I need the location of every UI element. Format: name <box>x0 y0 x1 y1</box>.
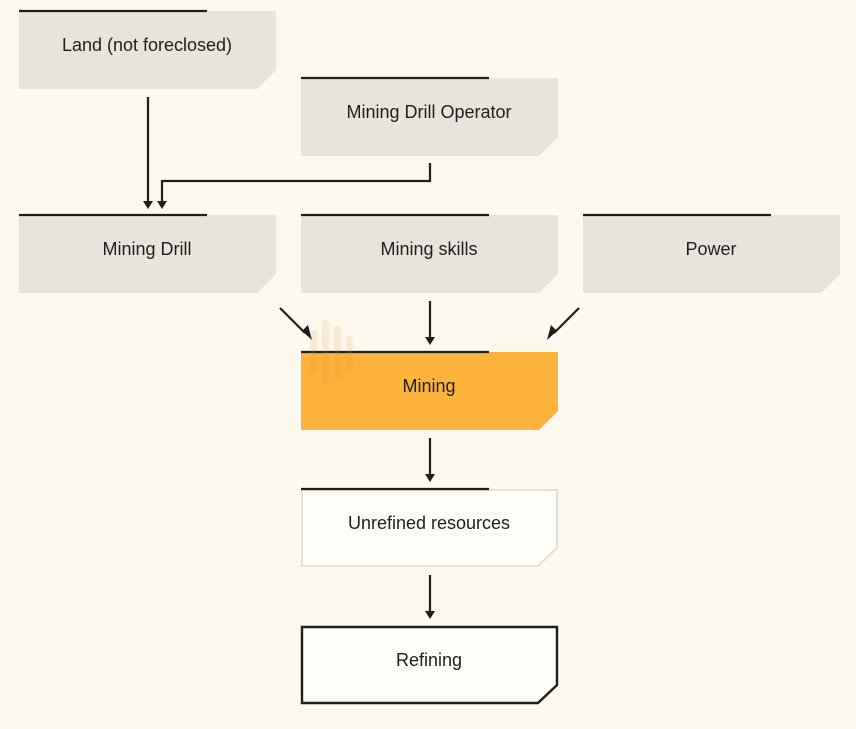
node-skills: Mining skills <box>301 213 558 293</box>
node-operator: Mining Drill Operator <box>301 76 558 156</box>
node-land-label: Land (not foreclosed) <box>62 35 232 55</box>
edge-operator-to-drill <box>157 163 432 209</box>
node-power-label: Power <box>685 239 736 259</box>
node-mining: Mining <box>301 350 558 430</box>
node-refining: Refining <box>300 625 559 705</box>
node-power: Power <box>583 213 840 293</box>
node-refining-label: Refining <box>396 650 462 670</box>
edge-power-to-mining <box>547 307 580 340</box>
edge-drill-to-mining <box>279 307 312 340</box>
node-drill-label: Mining Drill <box>102 239 191 259</box>
node-land: Land (not foreclosed) <box>19 9 276 89</box>
node-skills-label: Mining skills <box>380 239 477 259</box>
node-unrefined-label: Unrefined resources <box>348 513 510 533</box>
watermark-logo <box>310 320 353 384</box>
node-unrefined: Unrefined resources <box>301 487 558 567</box>
node-mining-label: Mining <box>402 376 455 396</box>
edge-unrefined-to-refining <box>425 575 435 619</box>
edge-skills-to-mining <box>425 301 435 345</box>
edge-land-to-drill <box>143 97 153 209</box>
edge-mining-to-unrefined <box>425 438 435 482</box>
node-drill: Mining Drill <box>19 213 276 293</box>
node-operator-label: Mining Drill Operator <box>346 102 511 122</box>
